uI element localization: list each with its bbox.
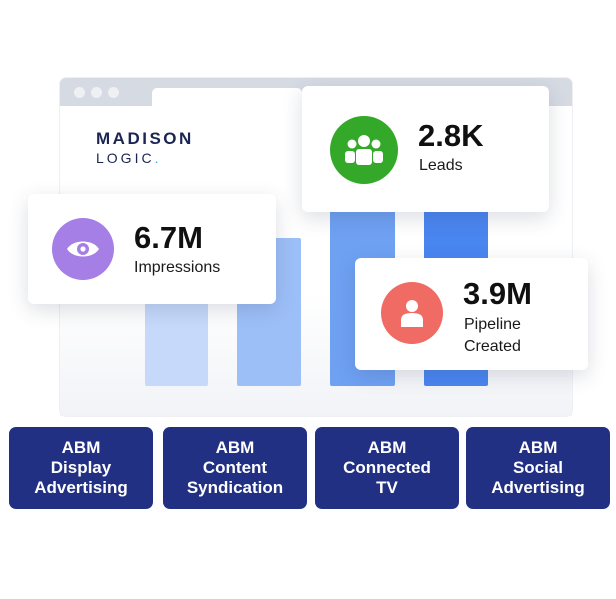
eye-icon: [52, 218, 114, 280]
madison-logic-logo: MADISON LOGIC.: [96, 130, 194, 165]
abm-connected-tv-button[interactable]: ABM Connected TV: [315, 427, 459, 509]
chart-bar: [145, 300, 208, 386]
window-dot-icon: [91, 87, 102, 98]
abm-display-advertising-button[interactable]: ABM Display Advertising: [9, 427, 153, 509]
impressions-stat-card: 6.7M Impressions: [28, 194, 276, 304]
leads-value: 2.8K: [418, 118, 484, 153]
abm-social-advertising-button[interactable]: ABM Social Advertising: [466, 427, 610, 509]
button-label: ABM Display Advertising: [34, 437, 128, 498]
window-dot-icon: [74, 87, 85, 98]
leads-stat-card: 2.8K Leads: [302, 86, 549, 212]
logo-line-1: MADISON: [96, 129, 194, 148]
browser-tab: [152, 88, 302, 106]
impressions-label: Impressions: [134, 259, 221, 276]
person-icon: [381, 282, 443, 344]
button-label: ABM Content Syndication: [186, 437, 284, 498]
abm-content-syndication-button[interactable]: ABM Content Syndication: [163, 427, 307, 509]
button-label: ABM Connected TV: [343, 437, 431, 498]
pipeline-label: Pipeline Created: [464, 316, 521, 355]
pipeline-value: 3.9M: [463, 276, 532, 311]
logo-dot: .: [154, 150, 162, 166]
group-icon: [330, 116, 398, 184]
button-label: ABM Social Advertising: [491, 437, 585, 498]
impressions-value: 6.7M: [134, 220, 203, 255]
pipeline-stat-card: 3.9M Pipeline Created: [355, 258, 588, 370]
logo-line-2-text: LOGIC: [96, 150, 155, 166]
leads-label: Leads: [419, 157, 463, 174]
window-dot-icon: [108, 87, 119, 98]
logo-line-2: LOGIC.: [96, 151, 194, 165]
